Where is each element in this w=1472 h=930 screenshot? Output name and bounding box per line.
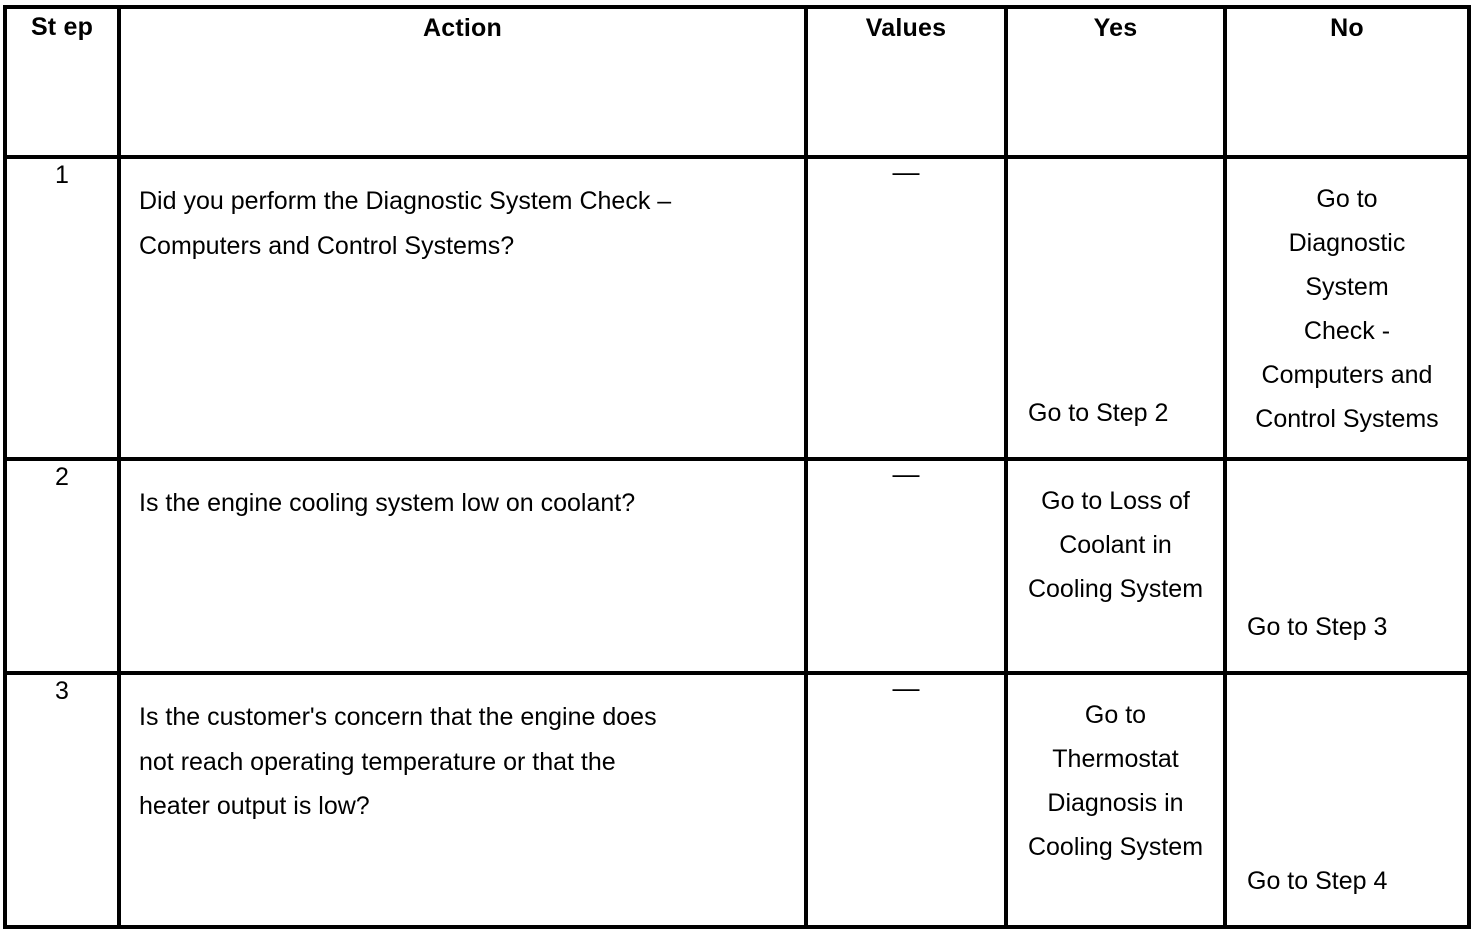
yes-branch-cell: Go to Step 2 bbox=[1004, 155, 1227, 461]
action-cell: Is the customer's concern that the engin… bbox=[117, 671, 808, 929]
action-cell: Is the engine cooling system low on cool… bbox=[117, 457, 808, 675]
table-row: 2 Is the engine cooling system low on co… bbox=[3, 457, 1471, 675]
action-text: Did you perform the Diagnostic System Ch… bbox=[139, 187, 672, 260]
yes-branch-text: Go to Thermostat Diagnosis in Cooling Sy… bbox=[1027, 701, 1204, 861]
values-cell: — bbox=[804, 457, 1008, 675]
action-text: Is the customer's concern that the engin… bbox=[139, 703, 657, 820]
yes-branch-text: Go to Step 2 bbox=[1028, 399, 1169, 427]
no-branch-text: Go to Diagnostic System Check - Computer… bbox=[1255, 185, 1439, 433]
no-branch-cell: Go to Step 4 bbox=[1223, 671, 1471, 929]
table-row: 3 Is the customer's concern that the eng… bbox=[3, 671, 1471, 929]
no-branch-text: Go to Step 3 bbox=[1247, 613, 1388, 641]
action-text: Is the engine cooling system low on cool… bbox=[139, 489, 636, 517]
no-branch-cell: Go to Diagnostic System Check - Computer… bbox=[1223, 155, 1471, 461]
header-row: St ep Action Values Yes No bbox=[3, 5, 1471, 159]
yes-branch-text: Go to Loss of Coolant in Cooling System bbox=[1027, 487, 1204, 603]
em-dash: — bbox=[892, 157, 920, 187]
step-number-cell: 1 bbox=[3, 155, 121, 461]
yes-branch-cell: Go to Loss of Coolant in Cooling System bbox=[1004, 457, 1227, 675]
step-number: 1 bbox=[55, 161, 69, 189]
column-header-action: Action bbox=[117, 5, 808, 159]
em-dash: — bbox=[892, 673, 920, 703]
column-header-yes-label: Yes bbox=[1093, 14, 1138, 42]
no-branch-cell: Go to Step 3 bbox=[1223, 457, 1471, 675]
column-header-step-label: St ep bbox=[30, 13, 94, 41]
values-cell: — bbox=[804, 155, 1008, 461]
yes-branch-cell: Go to Thermostat Diagnosis in Cooling Sy… bbox=[1004, 671, 1227, 929]
column-header-no: No bbox=[1223, 5, 1471, 159]
step-number: 2 bbox=[55, 463, 69, 491]
em-dash: — bbox=[892, 459, 920, 489]
action-cell: Did you perform the Diagnostic System Ch… bbox=[117, 155, 808, 461]
values-cell: — bbox=[804, 671, 1008, 929]
table-header: St ep Action Values Yes No bbox=[3, 5, 1471, 159]
column-header-step: St ep bbox=[3, 5, 121, 159]
step-number-cell: 3 bbox=[3, 671, 121, 929]
column-header-action-label: Action bbox=[423, 14, 502, 42]
step-number-cell: 2 bbox=[3, 457, 121, 675]
step-number: 3 bbox=[55, 677, 69, 705]
diagnostic-step-table: St ep Action Values Yes No 1 bbox=[3, 5, 1471, 929]
table-body: 1 Did you perform the Diagnostic System … bbox=[3, 155, 1471, 929]
column-header-values: Values bbox=[804, 5, 1008, 159]
table-row: 1 Did you perform the Diagnostic System … bbox=[3, 155, 1471, 461]
column-header-no-label: No bbox=[1330, 14, 1364, 42]
column-header-yes: Yes bbox=[1004, 5, 1227, 159]
column-header-values-label: Values bbox=[865, 14, 947, 42]
no-branch-text: Go to Step 4 bbox=[1247, 867, 1388, 895]
